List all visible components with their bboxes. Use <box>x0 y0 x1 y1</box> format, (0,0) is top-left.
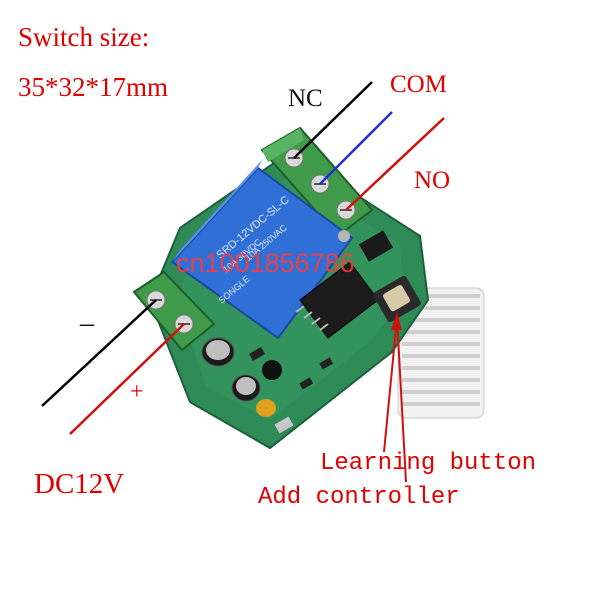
wires <box>41 81 445 483</box>
add-controller-pointer <box>396 317 407 483</box>
smd-components <box>248 230 350 434</box>
minus-wire <box>41 299 157 407</box>
jumper-header <box>358 230 394 262</box>
supply-voltage-label: DC12V <box>34 468 125 500</box>
plus-label: + <box>130 379 144 405</box>
size-caption-title: Switch size: <box>18 22 150 52</box>
no-wire <box>345 117 445 211</box>
plus-wire <box>69 323 185 435</box>
size-caption-dimensions: 35*32*17mm <box>18 72 169 102</box>
no-label: NO <box>414 167 451 194</box>
nc-label: NC <box>288 85 323 112</box>
add-controller-label: Add controller <box>258 484 460 511</box>
learning-button-label: Learning button <box>320 450 537 477</box>
minus-label: – <box>80 308 94 339</box>
pointer-arrowhead <box>391 312 402 330</box>
watermark: cn1001856786 <box>176 248 355 278</box>
com-label: COM <box>390 71 447 98</box>
learning-pointer <box>383 317 398 453</box>
com-wire <box>319 111 393 185</box>
nc-wire <box>293 81 373 159</box>
capacitors <box>201 337 282 417</box>
learning-push-button <box>373 275 421 323</box>
